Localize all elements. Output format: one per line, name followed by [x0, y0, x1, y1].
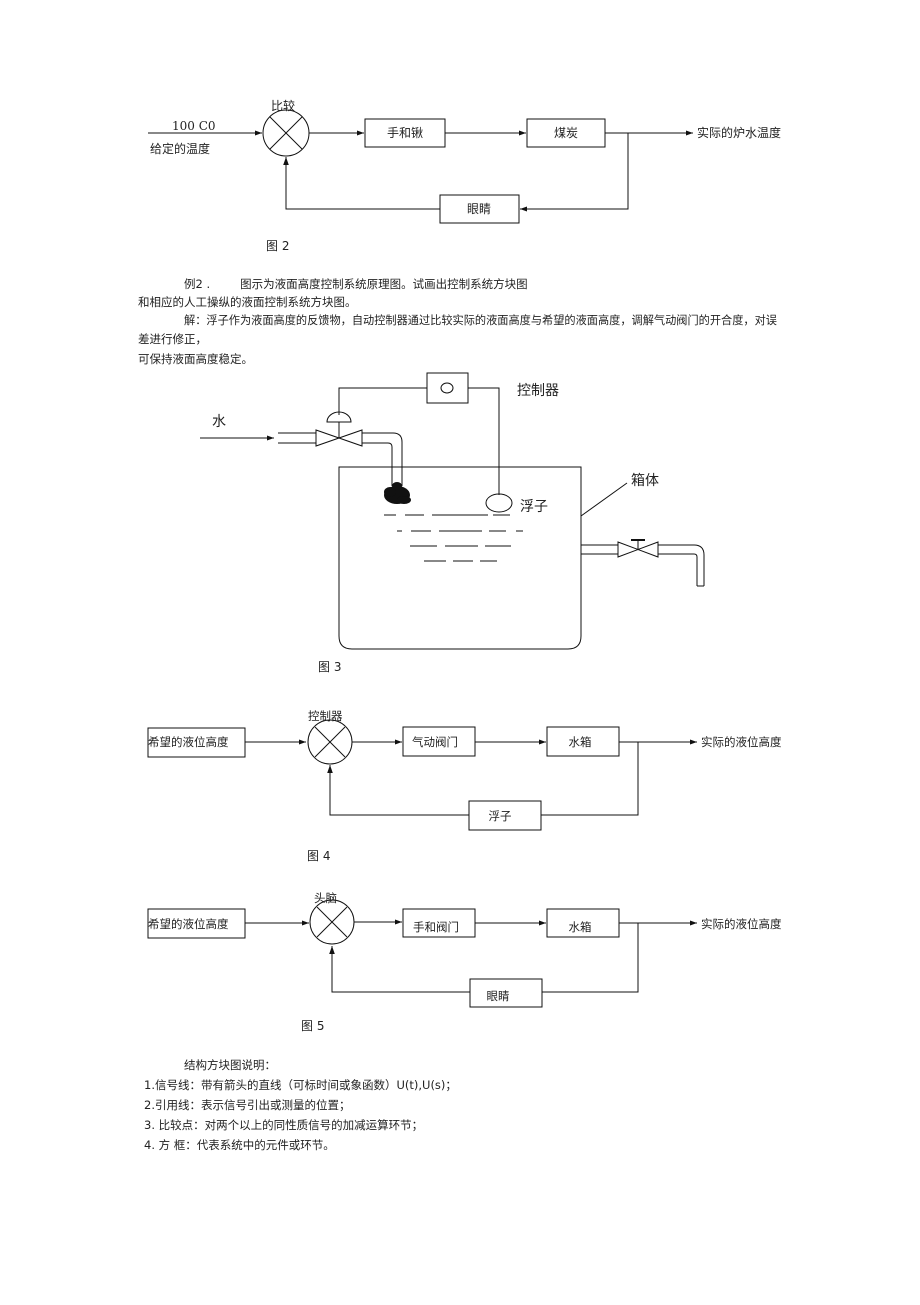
fig4-output-label: 实际的液位高度: [701, 735, 782, 749]
fig3-water-splash: [384, 482, 411, 504]
figure-3: [200, 372, 705, 650]
fig3-tank-leader: [580, 482, 628, 517]
fig2-comparator-cross-b: [269, 116, 303, 150]
fig4-compare-label: 控制器: [308, 709, 343, 723]
solution-line-2: 差进行修正，: [138, 332, 207, 346]
example-number: 例2 .: [184, 277, 211, 291]
fig2-feedback-down: [520, 133, 629, 212]
fig5-block1-label: 手和阀门: [413, 920, 459, 934]
fig5-input-label: 希望的液位高度: [148, 917, 229, 931]
solution-line-3: 可保持液面高度稳定。: [138, 352, 253, 366]
notes-title: 结构方块图说明：: [184, 1058, 276, 1072]
fig2-caption: 图 2: [266, 239, 289, 253]
fig4-block1-label: 气动阀门: [412, 735, 458, 749]
notes-item-3: 3. 比较点：对两个以上的同性质信号的加减运算环节；: [144, 1118, 424, 1132]
fig4-input-label: 希望的液位高度: [148, 735, 229, 749]
notes-item-2: 2.引用线：表示信号引出或测量的位置；: [144, 1098, 351, 1112]
fig3-float-line: [468, 387, 500, 495]
fig3-signal-line: [338, 387, 427, 415]
fig2-feedback-label: 眼睛: [467, 202, 491, 216]
fig3-inlet-valve: [315, 429, 363, 447]
fig3-float-label: 浮子: [520, 499, 548, 515]
fig3-controller-dial: [440, 382, 454, 394]
fig3-controller-label: 控制器: [517, 383, 559, 399]
fig3-controller-box: [426, 372, 469, 404]
fig5-compare-label: 头脑: [314, 891, 337, 905]
fig2-input-value: 100 C0: [172, 119, 216, 133]
solution-line-1: 解：浮子作为液面高度的反馈物，自动控制器通过比较实际的液面高度与希望的液面高度，…: [184, 314, 777, 327]
notes-item-4: 4. 方 框：代表系统中的元件或环节。: [144, 1138, 335, 1152]
fig4-block2-label: 水箱: [569, 735, 592, 749]
figure-2: [148, 109, 693, 224]
example-line-2: 和相应的人工操纵的液面控制系统方块图。: [138, 295, 357, 309]
fig5-feedback-label: 眼睛: [487, 989, 510, 1003]
fig5-feedback-block: [469, 978, 543, 1008]
fig3-valve-actuator: [326, 411, 352, 423]
fig4-feedback-label: 浮子: [489, 809, 512, 823]
fig2-input-label: 给定的温度: [150, 141, 210, 156]
fig3-tank-label: 箱体: [631, 473, 659, 489]
notes-item-1: 1.信号线：带有箭头的直线（可标时间或象函数）U(t),U(s)；: [144, 1078, 457, 1092]
fig3-outlet-valve: [617, 541, 659, 558]
fig2-feedback-return: [283, 157, 440, 210]
figure-5: [147, 899, 697, 1008]
figure-4: [147, 719, 697, 831]
fig4-caption: 图 4: [307, 849, 330, 863]
fig5-output-label: 实际的液位高度: [701, 917, 782, 931]
fig5-block2-label: 水箱: [569, 920, 592, 934]
fig3-caption: 图 3: [318, 660, 341, 674]
fig5-caption: 图 5: [301, 1019, 324, 1033]
fig2-block2-label: 煤炭: [554, 126, 578, 140]
fig2-output-label: 实际的炉水温度: [697, 125, 781, 140]
fig3-tank: [338, 466, 582, 650]
example-line-1: 例2 . 图示为液面高度控制系统原理图。试画出控制系统方块图: [184, 276, 528, 292]
fig3-water-label: 水: [212, 414, 226, 430]
fig2-compare-label: 比较: [271, 98, 295, 113]
example-question: 图示为液面高度控制系统原理图。试画出控制系统方块图: [240, 277, 528, 291]
fig2-block1-label: 手和锹: [387, 125, 423, 140]
fig3-float: [485, 493, 513, 513]
fig3-water-surface: [384, 514, 523, 562]
